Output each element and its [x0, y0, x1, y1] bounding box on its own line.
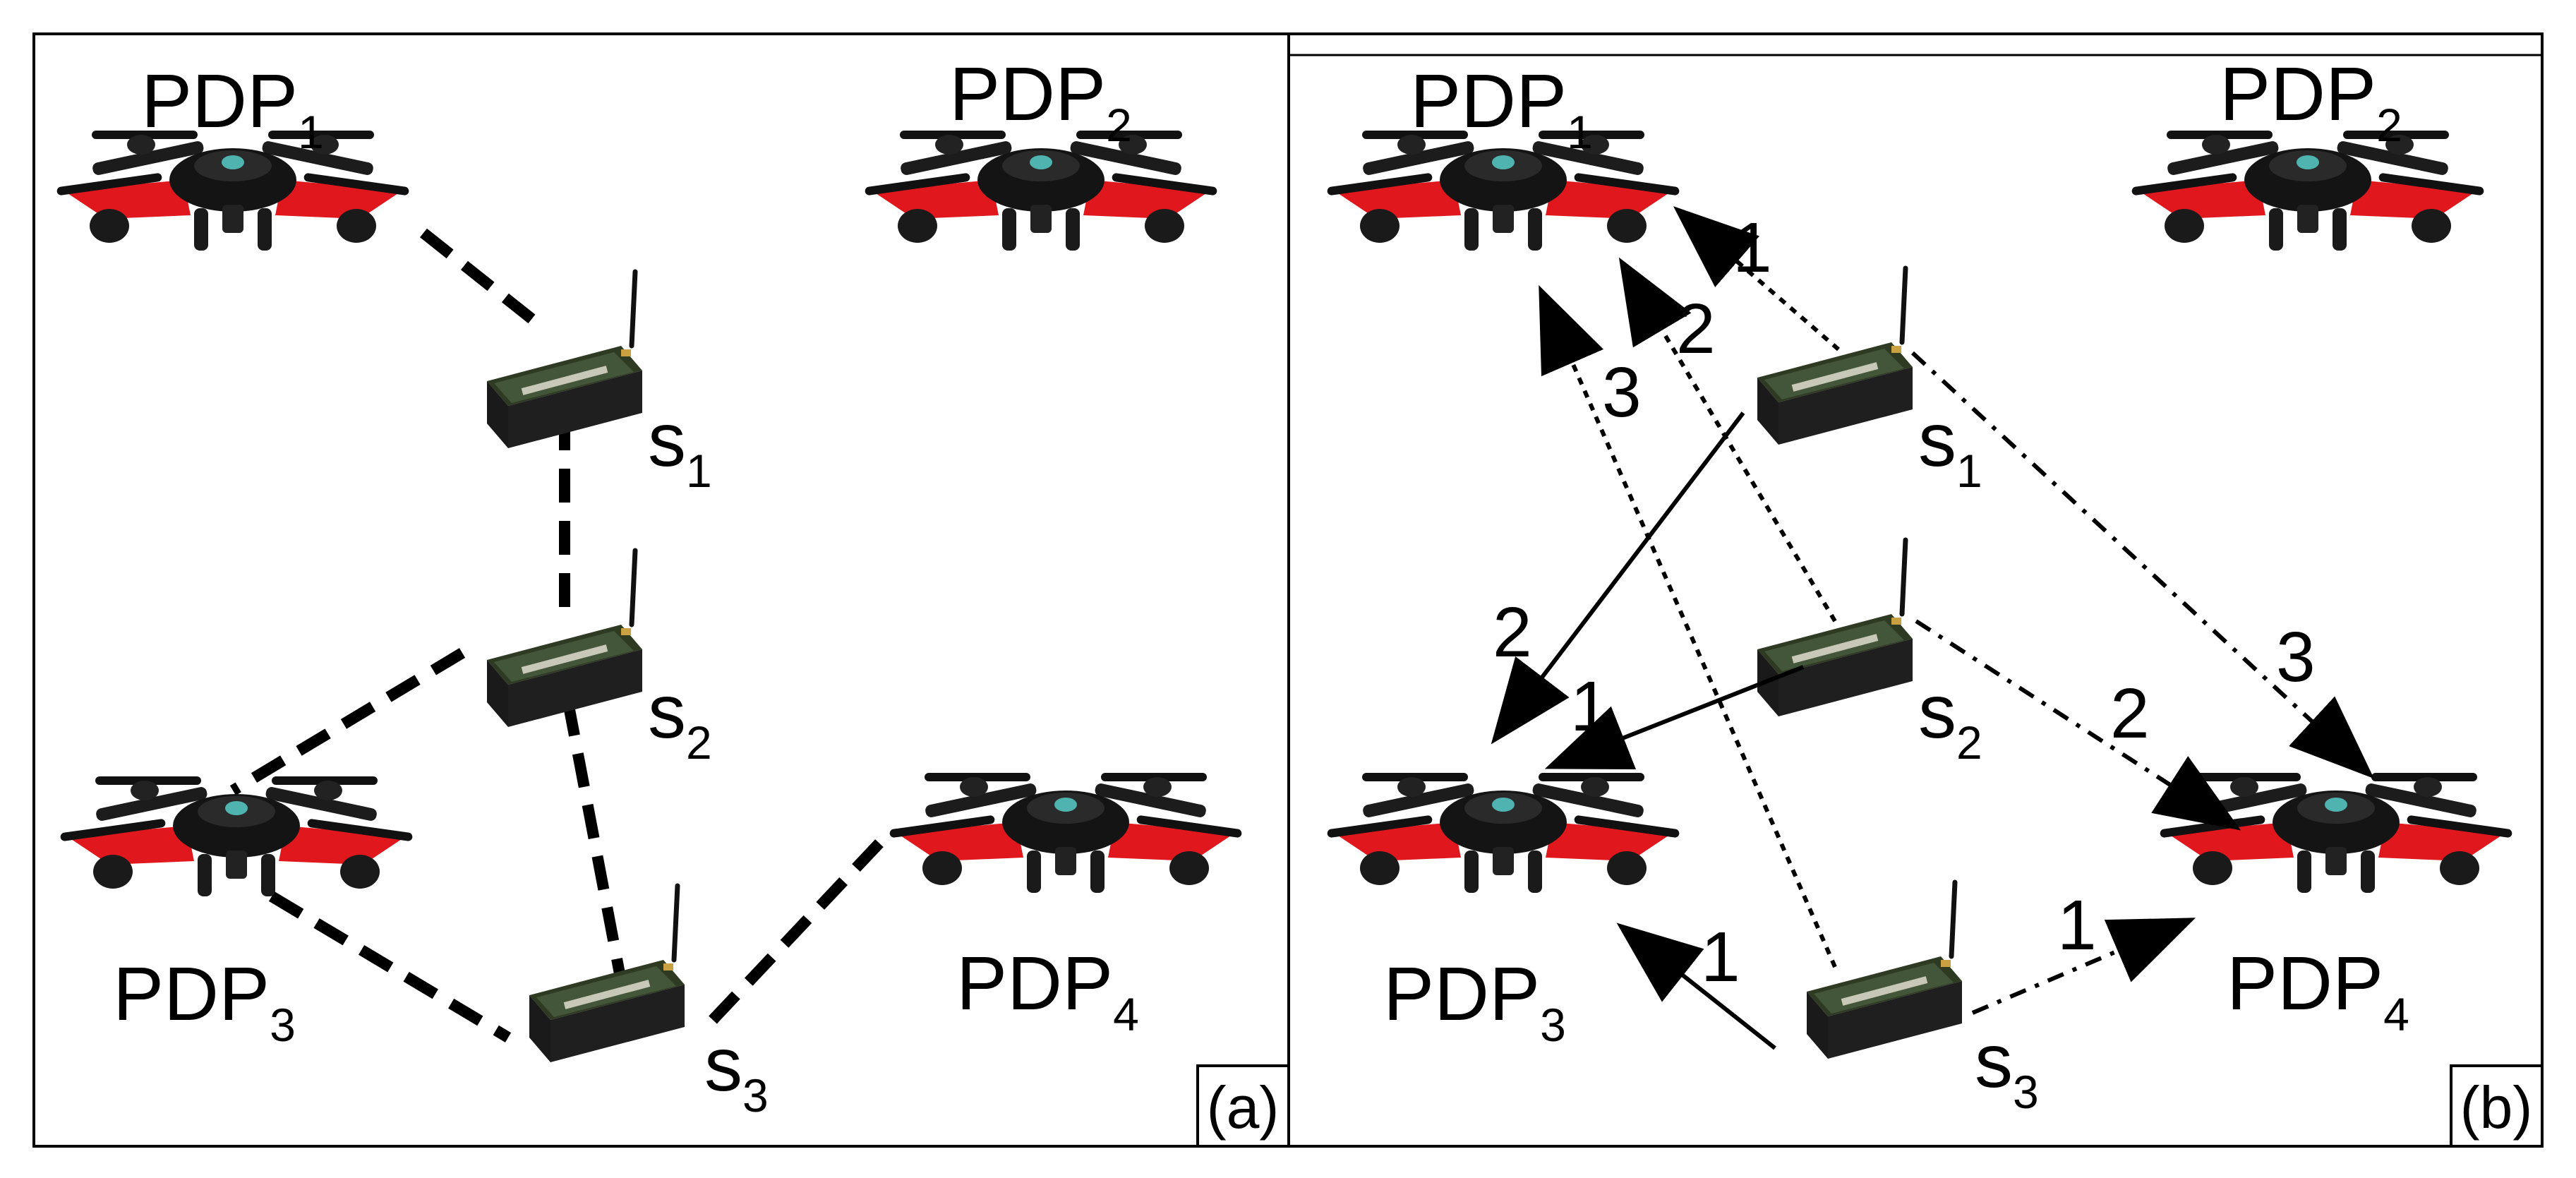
label-s3: s3 — [704, 1021, 769, 1122]
sensor-s2-icon — [1757, 540, 1913, 716]
label-pdp1: PDP1 — [1410, 58, 1593, 158]
label-s2: s2 — [1918, 668, 1982, 769]
arrow-label-s3-pdp1: 3 — [1602, 353, 1642, 432]
arrows-to-pdp1 — [1539, 206, 1840, 968]
panel-b: (b) 1 2 3 2 1 1 — [1287, 32, 2544, 1148]
label-s1: s1 — [648, 397, 712, 497]
drone-pdp4-icon — [889, 773, 1243, 893]
panel-a-tag: (a) — [1207, 1074, 1280, 1141]
label-pdp1: PDP1 — [141, 58, 324, 158]
arrow-label-s2-pdp1: 2 — [1676, 289, 1716, 368]
panel-a: (a) PDP1 PDP2 PDP3 PDP4 s1 s2 s3 — [32, 32, 1290, 1148]
panel-b-tag: (b) — [2460, 1074, 2533, 1141]
drone-pdp4-icon — [2159, 773, 2513, 893]
label-pdp4: PDP4 — [956, 940, 1139, 1040]
label-pdp3: PDP3 — [1383, 951, 1566, 1051]
arrow-label-s2-pdp3: 1 — [1570, 667, 1610, 746]
arrow-label-s2-pdp4: 2 — [2110, 674, 2150, 753]
drone-pdp2-icon — [2131, 131, 2485, 251]
label-s1: s1 — [1918, 397, 1982, 497]
label-s2: s2 — [648, 668, 712, 769]
arrow-label-s3-pdp4: 1 — [2057, 886, 2097, 965]
panel-a-links — [229, 228, 890, 1042]
label-s3: s3 — [1975, 1018, 2039, 1118]
drone-pdp3-icon — [59, 776, 414, 896]
drone-pdp3-icon — [1326, 773, 1680, 893]
label-pdp3: PDP3 — [113, 951, 296, 1051]
drone-pdp1-icon — [56, 131, 410, 251]
drone-pdp2-icon — [864, 131, 1218, 251]
sensor-s1-icon — [1757, 268, 1913, 445]
arrows-to-pdp4 — [1910, 351, 2374, 1015]
label-pdp2: PDP2 — [949, 51, 1132, 151]
arrow-label-s1-pdp1: 1 — [1733, 208, 1772, 287]
drone-pdp1-icon — [1326, 131, 1680, 251]
arrow-label-s1-pdp3: 2 — [1493, 593, 1532, 672]
arrow-label-s3-pdp3: 1 — [1701, 918, 1740, 997]
label-pdp4: PDP4 — [2227, 940, 2409, 1040]
sensor-s3-icon — [1807, 882, 1962, 1059]
label-pdp2: PDP2 — [2220, 51, 2402, 151]
panel-b-tag-box — [2450, 1064, 2544, 1148]
panel-a-tag-box — [1196, 1064, 1290, 1148]
panel-b-frame — [1287, 32, 2544, 1148]
arrows-to-pdp3 — [1491, 411, 1805, 1050]
arrow-label-s1-pdp4: 3 — [2276, 618, 2316, 697]
